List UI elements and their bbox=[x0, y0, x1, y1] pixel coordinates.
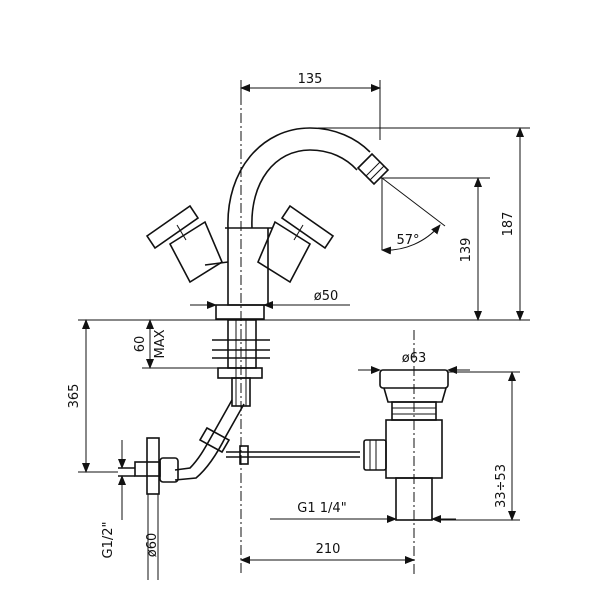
spout bbox=[227, 127, 390, 229]
dim-supply-thread: G1/2" bbox=[101, 522, 116, 559]
dim-rosette-diameter: ø60 bbox=[145, 533, 160, 558]
dim-spout-reach: 135 bbox=[298, 72, 323, 87]
right-cross-handle bbox=[256, 204, 335, 284]
left-cross-handle bbox=[145, 204, 229, 284]
under-deck-fixing bbox=[212, 319, 270, 407]
dim-waste-thread: G1 1/4" bbox=[297, 501, 346, 516]
dim-waste-range: 33÷53 bbox=[494, 464, 509, 508]
flexible-hose bbox=[118, 399, 245, 495]
dim-supply-length: 365 bbox=[67, 384, 82, 409]
dim-total-height: 187 bbox=[501, 212, 516, 237]
pop-up-rod bbox=[226, 445, 360, 465]
dim-waste-distance: 210 bbox=[316, 542, 341, 557]
pop-up-waste bbox=[363, 369, 449, 521]
mixer-body bbox=[215, 227, 272, 320]
dim-deck-max: MAX bbox=[153, 329, 168, 358]
dim-deck-thickness: 60 bbox=[133, 336, 148, 353]
dim-waste-diameter: ø63 bbox=[402, 351, 427, 366]
dim-base-diameter: ø50 bbox=[314, 289, 339, 304]
dim-spout-height: 139 bbox=[459, 238, 474, 263]
dim-spray-angle: 57° bbox=[396, 233, 419, 248]
